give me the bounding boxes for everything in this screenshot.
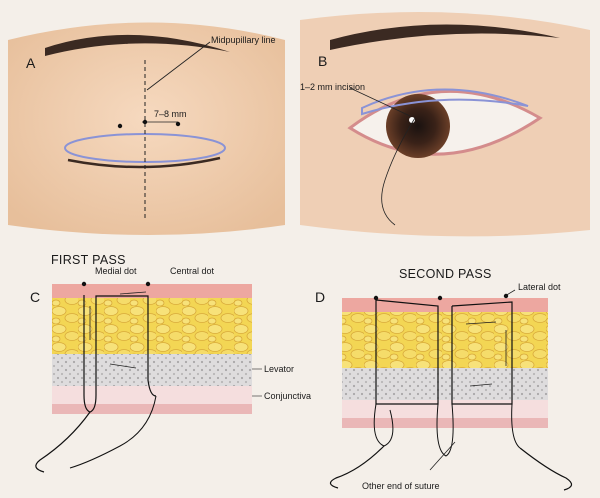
panel-c: FIRST PASS C Medial dot Central dot [30,253,252,473]
incision-leader [349,87,411,117]
lateral-dot-label: Lateral dot [518,282,561,292]
medial-dot [81,281,87,287]
medial-dot-label: Medial dot [95,266,137,276]
pupil-highlight [409,117,415,123]
panel-a: A Midpupillary line 7–8 mm [8,22,285,235]
fat-layer-d [342,312,548,368]
panel-a-skin [8,22,285,235]
levator-layer-c [52,354,252,386]
tarsus-layer-c [52,386,252,408]
conjunctiva-layer-d [342,418,548,428]
panel-b-letter: B [318,53,327,69]
second-pass-title: SECOND PASS [399,267,492,281]
suture-thread-b [381,117,416,226]
needle-d-right [519,447,573,491]
eyebrow-a [45,34,230,56]
thread-c [69,395,157,469]
central-dot-label: Central dot [170,266,215,276]
arrow-c-mid [109,363,137,369]
fat-layer-c [52,298,252,354]
dot-d-central [437,295,443,301]
midpupillary-leader [146,41,211,91]
lateral-dot [503,293,509,299]
measure-label: 7–8 mm [154,109,187,119]
suture-loop-d-right [451,301,513,405]
dot-a-medial [117,123,123,129]
incision-outline-b [361,88,529,116]
suture-end-leader [429,441,456,471]
conjunctiva-label: Conjunctiva [264,391,311,401]
panel-c-letter: C [30,289,40,305]
suture-end-label: Other end of suture [362,481,440,491]
panel-a-letter: A [26,55,36,71]
levator-layer-d [342,368,548,400]
lash-line-a [67,156,221,169]
panel-d-letter: D [315,289,325,305]
dot-a-central [142,119,148,125]
suture-knot-right [511,403,521,449]
levator-label: Levator [264,364,294,374]
panel-b: B 1–2 mm incision [300,12,590,237]
dot-d-medial [373,295,379,301]
needle-c [35,411,91,473]
midpupillary-label: Midpupillary line [211,35,276,45]
dot-a-lateral [175,121,181,127]
first-pass-title: FIRST PASS [51,253,126,267]
incision-label: 1–2 mm incision [300,82,365,92]
suture-path-c [83,295,157,413]
needle-d-left [329,445,385,489]
skin-layer-c [52,284,252,298]
arrow-d-top [465,321,497,325]
iris-b [386,94,450,158]
arrow-c-top [119,291,147,295]
panel-d: SECOND PASS D Lateral dot Other end of s… [315,267,573,491]
central-dot [145,281,151,287]
suture-knot-center [436,403,454,457]
tarsus-layer-d [342,400,548,422]
conjunctiva-layer-c [52,404,252,414]
skin-layer-d [342,298,548,312]
eyebrow-b [330,24,560,50]
arrow-d-mid [469,383,493,387]
